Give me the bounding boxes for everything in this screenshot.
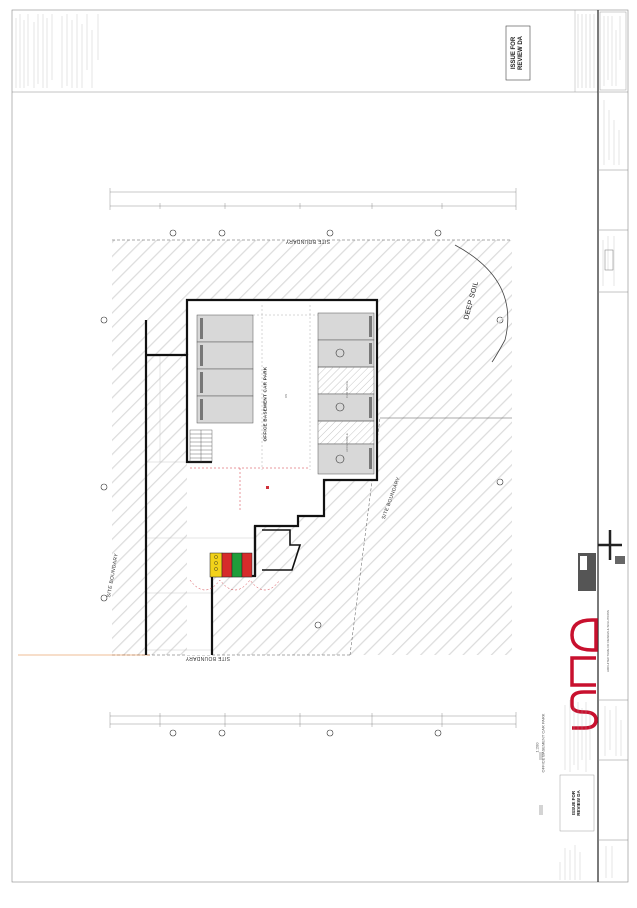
car-space (196, 341, 254, 370)
car-space (317, 312, 375, 341)
issue-stamp: ISSUE FOR REVIEW DA (511, 27, 525, 79)
issue-stamp-line1: ISSUE FOR (511, 36, 517, 70)
issue-stamp-box (505, 25, 531, 81)
ramp-label: DN (284, 393, 288, 398)
notes-block (559, 700, 591, 880)
drawing-scale: 1:200 (534, 742, 540, 753)
firm-logo (570, 530, 625, 730)
car-space (196, 395, 254, 424)
car-space (196, 314, 254, 343)
accessible-space (317, 339, 375, 368)
issue-stamp-bottom-line2: REVIEW DA (576, 790, 581, 816)
car-space-label: CAR SPACE (345, 380, 349, 398)
boundary-label-top: SITE BOUNDARY (285, 238, 330, 244)
issue-stamp-bottom: ISSUE FOR REVIEW DA (571, 777, 581, 829)
issue-stamp-box-bottom (559, 774, 595, 832)
parking-bays-right (317, 312, 375, 475)
accessible-space (317, 443, 375, 475)
car-space (196, 368, 254, 397)
drawing-title: OFFICE BASEMENT CAR PARK (540, 713, 546, 773)
issue-stamp-line2: REVIEW DA (518, 36, 524, 71)
site-boundary (112, 239, 512, 656)
titleblock-right (577, 11, 628, 878)
north-arrow (539, 752, 543, 815)
car-park-title: OFFICE BASEMENT CAR PARK (262, 366, 268, 442)
dimension-lines (109, 188, 517, 728)
deep-soil-boundary (454, 244, 509, 363)
waste-bins (209, 552, 253, 578)
services-lines (189, 467, 310, 591)
stair (189, 429, 213, 463)
general-notes (15, 14, 99, 88)
logo-subtitle: ARCHITECTURE OF DESIGN & SOLUTIONS (606, 610, 610, 672)
accessible-label: ACCESSIBLE (345, 433, 349, 452)
parking-bays-left (196, 314, 254, 424)
boundary-label-bottom: SITE BOUNDARY (185, 655, 230, 661)
drive-aisle (253, 305, 318, 470)
sheet-frame (11, 9, 629, 883)
